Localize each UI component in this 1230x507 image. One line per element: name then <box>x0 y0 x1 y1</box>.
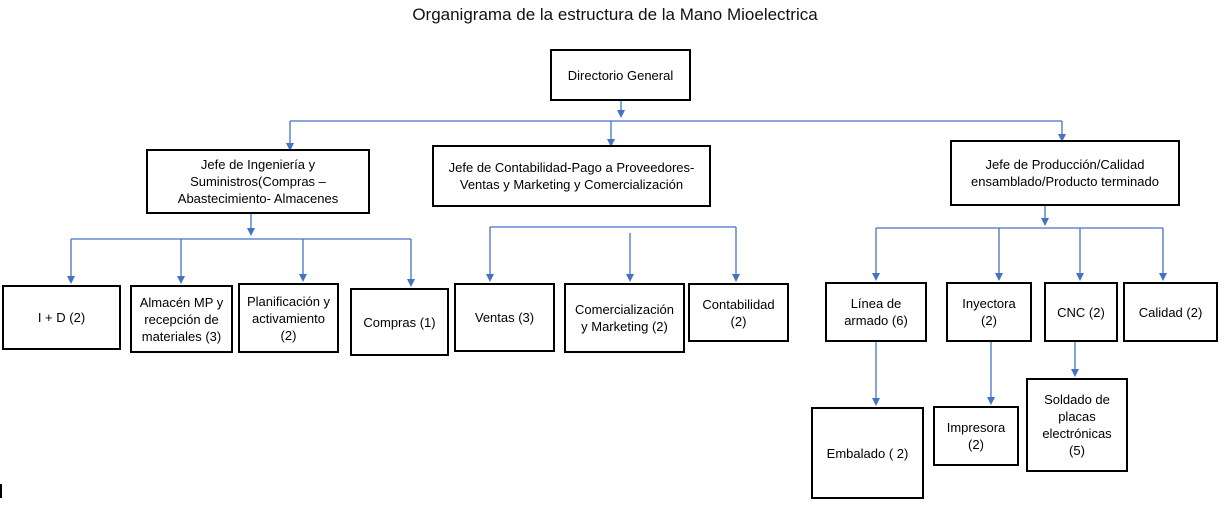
node-calidad: Calidad (2) <box>1123 282 1218 342</box>
node-linea-armado: Línea de armado (6) <box>825 282 927 342</box>
node-jefe-produccion: Jefe de Producción/Calidad ensamblado/Pr… <box>950 140 1180 206</box>
edge-mark <box>0 484 2 498</box>
node-soldado-placas: Soldado de placas electrónicas (5) <box>1026 378 1128 472</box>
node-jefe-ingenieria: Jefe de Ingeniería y Suministros(Compras… <box>146 149 370 214</box>
node-planificacion: Planificación y activamiento (2) <box>238 283 339 353</box>
diagram-title: Organigrama de la estructura de la Mano … <box>412 5 818 24</box>
node-impresora: Impresora (2) <box>933 406 1019 466</box>
node-ventas: Ventas (3) <box>454 283 555 352</box>
node-cnc: CNC (2) <box>1044 282 1118 342</box>
node-directorio-general: Directorio General <box>550 49 691 101</box>
node-contabilidad: Contabilidad (2) <box>688 283 789 342</box>
node-comercializacion: Comercialización y Marketing (2) <box>564 283 685 353</box>
node-embalado: Embalado ( 2) <box>811 407 924 499</box>
node-i-d: I + D (2) <box>2 285 121 350</box>
node-jefe-contabilidad: Jefe de Contabilidad-Pago a Proveedores-… <box>432 145 711 207</box>
node-inyectora: Inyectora (2) <box>946 282 1032 342</box>
node-compras: Compras (1) <box>350 288 449 356</box>
node-almacen-mp: Almacén MP y recepción de materiales (3) <box>130 285 233 353</box>
